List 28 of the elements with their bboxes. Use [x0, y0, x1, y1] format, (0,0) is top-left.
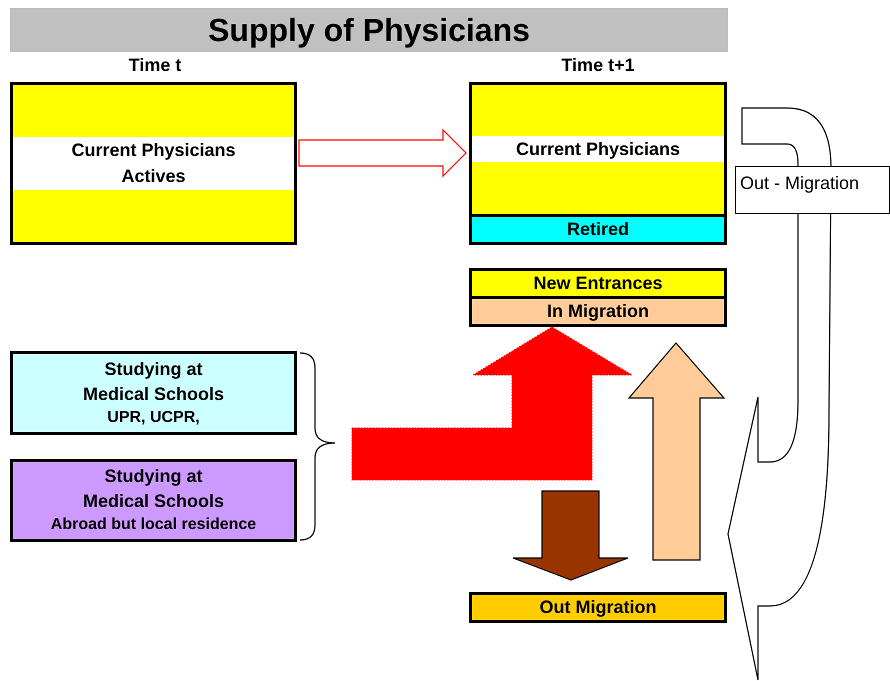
- column-heading: Time t+1: [560, 55, 636, 76]
- box-label: Current Physicians Actives: [70, 139, 237, 188]
- box-label: Retired: [566, 218, 629, 241]
- box-label: Studying at Medical Schools: [82, 465, 226, 514]
- box-label: Out - Migration: [740, 172, 860, 195]
- box: [469, 296, 727, 327]
- block-arrow: [512, 490, 629, 581]
- box: [10, 82, 297, 245]
- block-arrow: [628, 342, 726, 561]
- box-sublabel: Abroad but local residence: [50, 515, 256, 536]
- box-label: Studying at Medical Schools: [82, 358, 226, 406]
- title-banner: Supply of Physicians: [10, 8, 728, 52]
- box: [469, 592, 727, 623]
- hollow-arrow: [298, 128, 467, 178]
- box-sublabel: UPR, UCPR,: [107, 408, 200, 428]
- box: [469, 82, 727, 217]
- box: [10, 459, 297, 542]
- box: [10, 351, 297, 435]
- box-label: Out Migration: [540, 596, 656, 619]
- bent-arrow: [352, 326, 634, 480]
- box-label: New Entrances: [533, 272, 663, 295]
- box: [469, 268, 727, 299]
- box: [469, 214, 727, 245]
- box-label: Current Physicians: [516, 138, 680, 161]
- column-heading: Time t: [128, 55, 182, 76]
- box: [735, 166, 890, 214]
- box-label: In Migration: [547, 300, 649, 323]
- curved-arrow: [727, 107, 832, 681]
